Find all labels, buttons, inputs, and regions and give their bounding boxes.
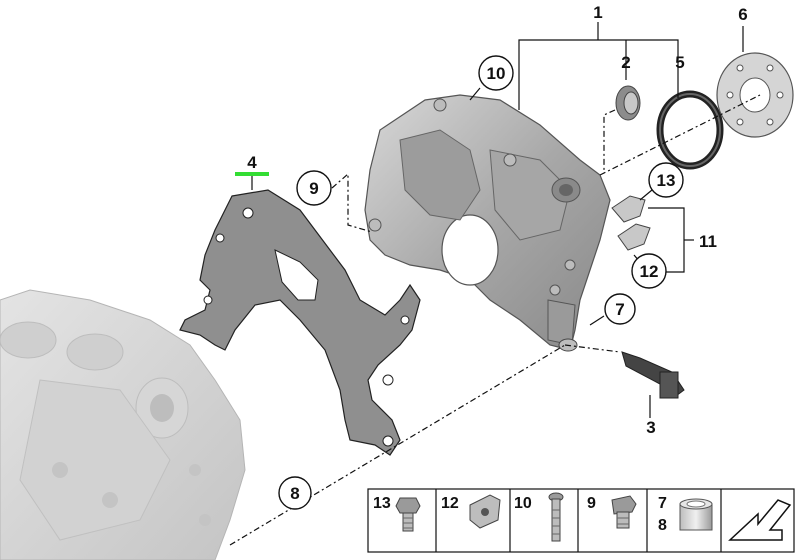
svg-text:13: 13 xyxy=(657,171,676,190)
callout-13[interactable]: 13 xyxy=(648,162,684,198)
callout-1[interactable]: 1 xyxy=(593,3,602,22)
svg-text:13: 13 xyxy=(373,495,391,512)
callout-4[interactable]: 4 xyxy=(247,153,257,172)
hex-bolt-icon xyxy=(395,497,421,532)
svg-text:8: 8 xyxy=(658,517,667,534)
sensor-wheel xyxy=(716,52,794,138)
svg-text:11: 11 xyxy=(699,232,717,251)
callout-5[interactable]: 5 xyxy=(675,53,684,72)
svg-text:9: 9 xyxy=(309,179,318,198)
clip-nut-icon xyxy=(469,494,501,529)
crankshaft-sensor xyxy=(621,351,685,399)
legend-item-9[interactable]: 9 xyxy=(587,495,637,529)
o-ring-seal xyxy=(656,90,724,170)
long-screw-icon xyxy=(548,492,564,542)
legend-item-13[interactable]: 13 xyxy=(373,495,421,532)
selected-part-highlight xyxy=(235,172,269,176)
callout-3[interactable]: 3 xyxy=(646,418,655,437)
legend-item-10[interactable]: 10 xyxy=(514,492,564,542)
timing-case-cover xyxy=(364,94,611,351)
callout-10[interactable]: 10 xyxy=(478,55,514,91)
timing-cover-gasket xyxy=(179,189,421,456)
parts-legend: 13 12 10 xyxy=(367,488,795,553)
svg-text:7: 7 xyxy=(615,300,624,319)
legend-item-arrow[interactable] xyxy=(728,499,792,541)
legend-item-7-8[interactable]: 7 8 xyxy=(658,495,713,534)
svg-text:2: 2 xyxy=(621,53,630,72)
leader-lines xyxy=(229,22,761,546)
svg-text:10: 10 xyxy=(514,495,532,512)
callout-7[interactable]: 7 xyxy=(604,293,636,325)
callout-9[interactable]: 9 xyxy=(296,170,332,206)
svg-text:4: 4 xyxy=(247,153,257,172)
clip-nuts xyxy=(611,195,651,251)
legend-item-12[interactable]: 12 xyxy=(441,494,501,529)
svg-text:8: 8 xyxy=(290,484,299,503)
svg-text:3: 3 xyxy=(646,418,655,437)
svg-text:12: 12 xyxy=(640,262,659,281)
callout-11[interactable]: 11 xyxy=(699,232,717,251)
plug-screw-icon xyxy=(611,495,637,529)
svg-text:1: 1 xyxy=(593,3,602,22)
arrow-icon xyxy=(728,499,792,541)
svg-text:12: 12 xyxy=(441,495,459,512)
svg-text:5: 5 xyxy=(675,53,684,72)
engine-block xyxy=(0,289,246,560)
callout-6[interactable]: 6 xyxy=(738,5,747,24)
callout-2[interactable]: 2 xyxy=(621,53,630,72)
callout-12[interactable]: 12 xyxy=(631,253,667,289)
sleeve-icon xyxy=(679,498,713,531)
svg-text:10: 10 xyxy=(487,64,506,83)
svg-text:7: 7 xyxy=(658,495,667,512)
svg-text:9: 9 xyxy=(587,495,596,512)
svg-text:6: 6 xyxy=(738,5,747,24)
callout-8[interactable]: 8 xyxy=(278,476,312,510)
shaft-seal xyxy=(615,85,641,121)
